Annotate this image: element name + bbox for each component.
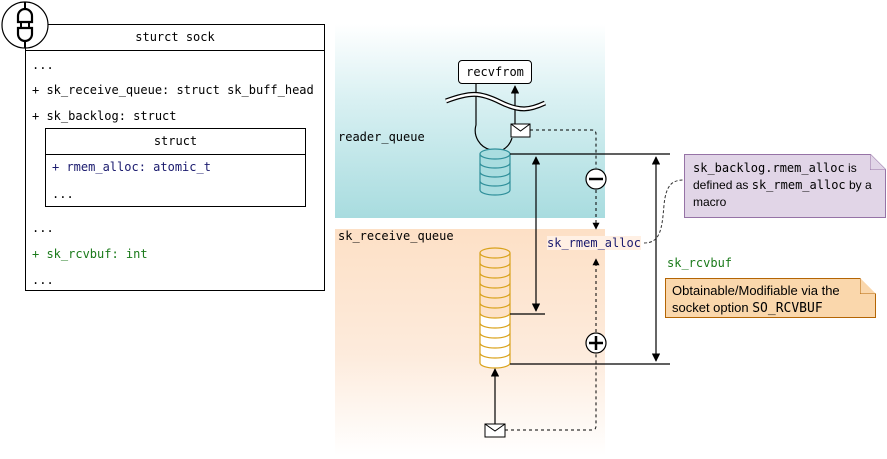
note-code: SO_RCVBUF bbox=[752, 301, 823, 316]
envelope-icon bbox=[484, 423, 506, 438]
sk-rcvbuf-label: sk_rcvbuf bbox=[667, 256, 733, 270]
plug-icon bbox=[1, 1, 49, 49]
receive-queue-lane bbox=[335, 229, 605, 456]
sk-rmem-alloc-label: sk_rmem_alloc bbox=[547, 236, 641, 250]
note-text: by a macro bbox=[693, 178, 872, 209]
struct-row-backlog: + sk_backlog: struct bbox=[32, 109, 177, 123]
note-so-rcvbuf: Obtainable/Modifiable via the socket opt… bbox=[665, 278, 876, 318]
note-code: sk_rmem_alloc bbox=[751, 178, 846, 192]
reader-queue-stack bbox=[479, 148, 511, 196]
struct-row: ... bbox=[32, 273, 54, 287]
plus-circle-icon bbox=[585, 332, 607, 354]
backlog-struct-box: struct + rmem_alloc: atomic_t ... bbox=[45, 128, 306, 207]
inner-row: ... bbox=[52, 187, 74, 201]
note-backlog-macro: sk_backlog.rmem_alloc is defined as sk_r… bbox=[684, 154, 886, 218]
struct-sock-box: sturct sock ... + sk_receive_queue: stru… bbox=[25, 24, 325, 291]
reader-queue-label: reader_queue bbox=[338, 130, 425, 144]
reader-queue-lane bbox=[335, 24, 605, 218]
note-text: Obtainable/Modifiable via the socket opt… bbox=[672, 283, 840, 315]
receive-queue-stack bbox=[479, 247, 511, 369]
queue-top bbox=[479, 247, 511, 259]
recvfrom-link-line bbox=[474, 84, 492, 151]
inner-struct-title: struct bbox=[46, 129, 305, 155]
envelope-icon bbox=[510, 123, 531, 138]
struct-sock-title: sturct sock bbox=[26, 25, 324, 51]
receive-queue-label: sk_receive_queue bbox=[338, 229, 454, 243]
inner-row-rmem-alloc: + rmem_alloc: atomic_t bbox=[52, 160, 211, 174]
struct-row-rcvbuf: + sk_rcvbuf: int bbox=[32, 247, 148, 261]
struct-row: ... bbox=[32, 221, 54, 235]
minus-circle-icon bbox=[585, 168, 607, 190]
queue-top bbox=[479, 148, 511, 160]
dequeue-dashed-line bbox=[530, 129, 597, 168]
recvfrom-box: recvfrom bbox=[458, 60, 532, 84]
note-text: is defined as bbox=[693, 161, 857, 192]
note-code: sk_backlog.rmem_alloc bbox=[693, 161, 845, 175]
enqueue-dashed-line bbox=[505, 354, 597, 431]
note-link-line bbox=[643, 179, 685, 244]
struct-row: ... bbox=[32, 58, 54, 72]
struct-row-receive-queue: + sk_receive_queue: struct sk_buff_head bbox=[32, 83, 314, 97]
